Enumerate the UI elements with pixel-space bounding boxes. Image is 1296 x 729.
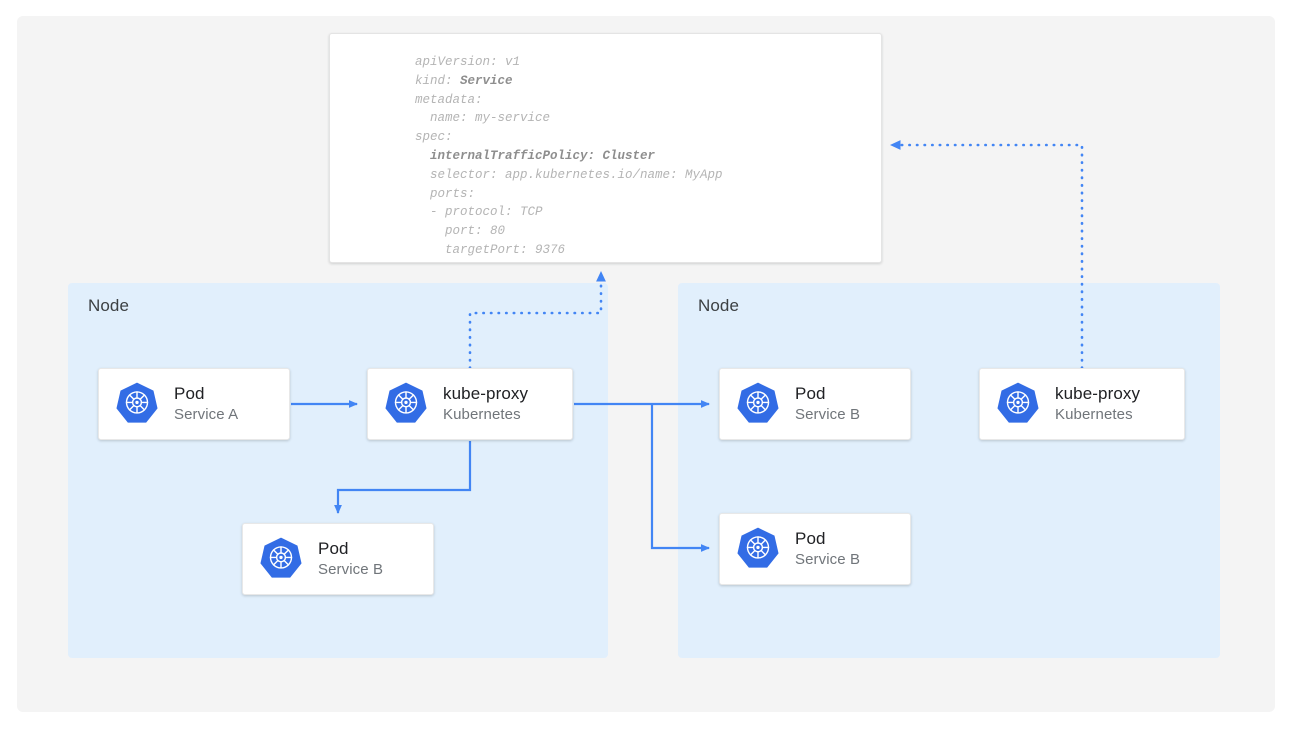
card-subtitle: Service B	[795, 551, 861, 568]
card-title: kube-proxy	[1055, 384, 1141, 403]
card-pod-service-b-left[interactable]: Pod Service B	[242, 523, 434, 595]
kubernetes-logo-icon	[737, 526, 779, 573]
kubernetes-logo-icon	[385, 381, 427, 428]
node-label-right: Node	[698, 296, 740, 315]
kubernetes-logo-icon	[737, 381, 779, 428]
kubernetes-logo-icon	[260, 536, 302, 583]
card-title: Pod	[318, 539, 349, 558]
card-title: kube-proxy	[443, 384, 529, 403]
kubernetes-logo-icon	[116, 381, 158, 428]
node-panel-right: Node	[678, 283, 1220, 658]
card-title: Pod	[795, 529, 826, 548]
node-label-left: Node	[88, 296, 130, 315]
card-subtitle: Kubernetes	[443, 406, 521, 423]
card-subtitle: Service B	[795, 406, 861, 423]
card-pod-service-b-right-bottom[interactable]: Pod Service B	[719, 513, 911, 585]
card-kube-proxy-left[interactable]: kube-proxy Kubernetes	[367, 368, 573, 440]
node-panel-left: Node	[68, 283, 608, 658]
card-pod-service-b-right-top[interactable]: Pod Service B	[719, 368, 911, 440]
card-title: Pod	[795, 384, 826, 403]
card-pod-service-a[interactable]: Pod Service A	[98, 368, 290, 440]
card-subtitle: Kubernetes	[1055, 406, 1133, 423]
service-yaml-code: apiVersion: v1 kind: Service metadata: n…	[415, 55, 723, 257]
card-title: Pod	[174, 384, 205, 403]
card-subtitle: Service B	[318, 561, 384, 578]
card-kube-proxy-right[interactable]: kube-proxy Kubernetes	[979, 368, 1185, 440]
kubernetes-logo-icon	[997, 381, 1039, 428]
card-subtitle: Service A	[174, 406, 239, 423]
service-yaml-card: apiVersion: v1 kind: Service metadata: n…	[329, 33, 882, 263]
